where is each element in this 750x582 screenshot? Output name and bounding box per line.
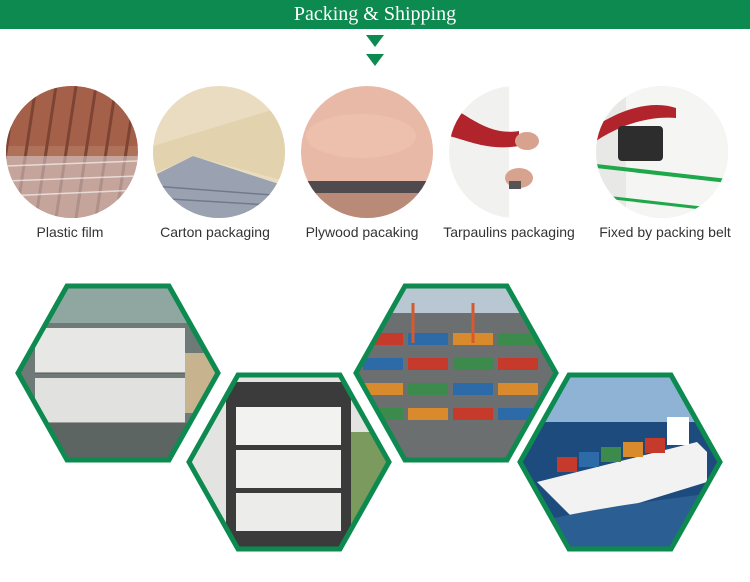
carton-packaging-photo [153, 86, 285, 218]
plywood-packaging-photo [301, 86, 433, 218]
cargo-ship-photo [517, 372, 723, 552]
container-port-photo [353, 283, 559, 463]
caption-plastic-film: Plastic film [36, 224, 104, 240]
container-loading-photo [186, 372, 392, 552]
caption-packing-belt: Fixed by packing belt [599, 224, 731, 240]
caption-carton-packaging: Carton packaging [160, 224, 270, 240]
caption-plywood-packaging: Plywood pacaking [305, 224, 419, 240]
tarpaulin-packaging-photo [449, 86, 581, 218]
warehouse-photo [15, 283, 221, 463]
chevron-down-icon [366, 54, 384, 66]
caption-tarpaulins-packaging: Tarpaulins packaging [443, 224, 575, 240]
page-title: Packing & Shipping [293, 3, 457, 25]
header-banner [0, 0, 750, 29]
packing-belt-photo [596, 86, 728, 218]
chevron-down-icon [366, 35, 384, 47]
plastic-film-photo [6, 86, 138, 218]
